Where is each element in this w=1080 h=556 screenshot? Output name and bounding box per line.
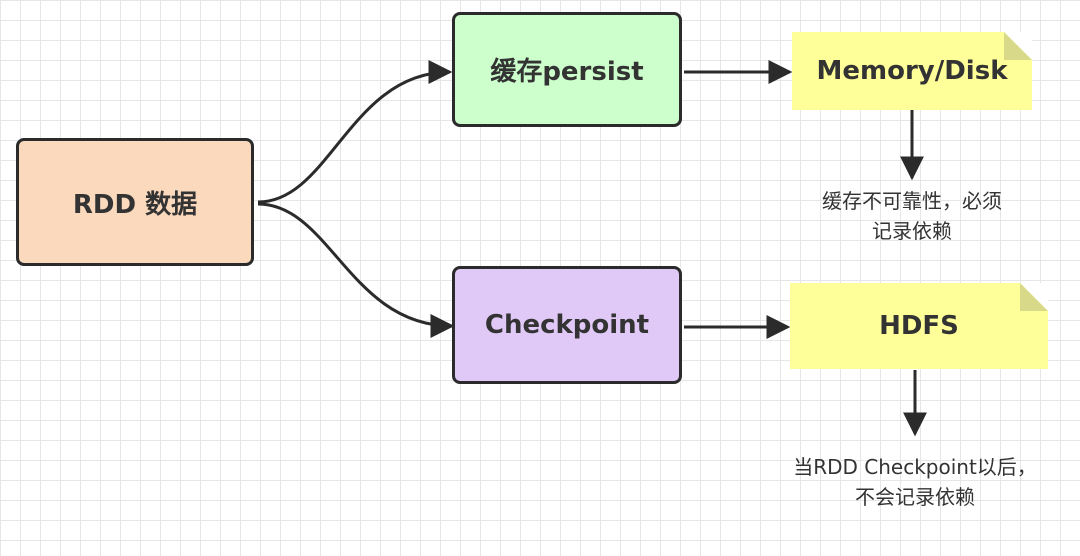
persist-caption-line1: 缓存不可靠性，必须 (822, 189, 1002, 213)
checkpoint-caption-line1: 当RDD Checkpoint以后， (793, 455, 1037, 479)
checkpoint-caption-line2: 不会记录依赖 (855, 485, 975, 509)
edge-rdd-to-checkpoint (257, 202, 455, 338)
persist-caption: 缓存不可靠性，必须 记录依赖 (782, 186, 1042, 246)
memory-disk-note[interactable]: Memory/Disk (792, 32, 1032, 110)
note-fold-icon (1004, 32, 1032, 60)
hdfs-label: HDFS (879, 311, 959, 341)
checkpoint-caption: 当RDD Checkpoint以后， 不会记录依赖 (760, 452, 1070, 512)
persist-label: 缓存persist (490, 57, 644, 87)
rdd-data-node[interactable]: RDD 数据 (16, 138, 254, 266)
memory-disk-label: Memory/Disk (816, 56, 1008, 86)
checkpoint-label: Checkpoint (484, 310, 650, 340)
hdfs-note[interactable]: HDFS (790, 283, 1048, 369)
checkpoint-node[interactable]: Checkpoint (452, 266, 682, 384)
edge-rdd-to-persist (257, 60, 453, 204)
note-fold-icon (1020, 283, 1048, 311)
rdd-data-label: RDD 数据 (72, 189, 198, 220)
persist-node[interactable]: 缓存persist (452, 12, 682, 127)
persist-caption-line2: 记录依赖 (872, 219, 952, 243)
